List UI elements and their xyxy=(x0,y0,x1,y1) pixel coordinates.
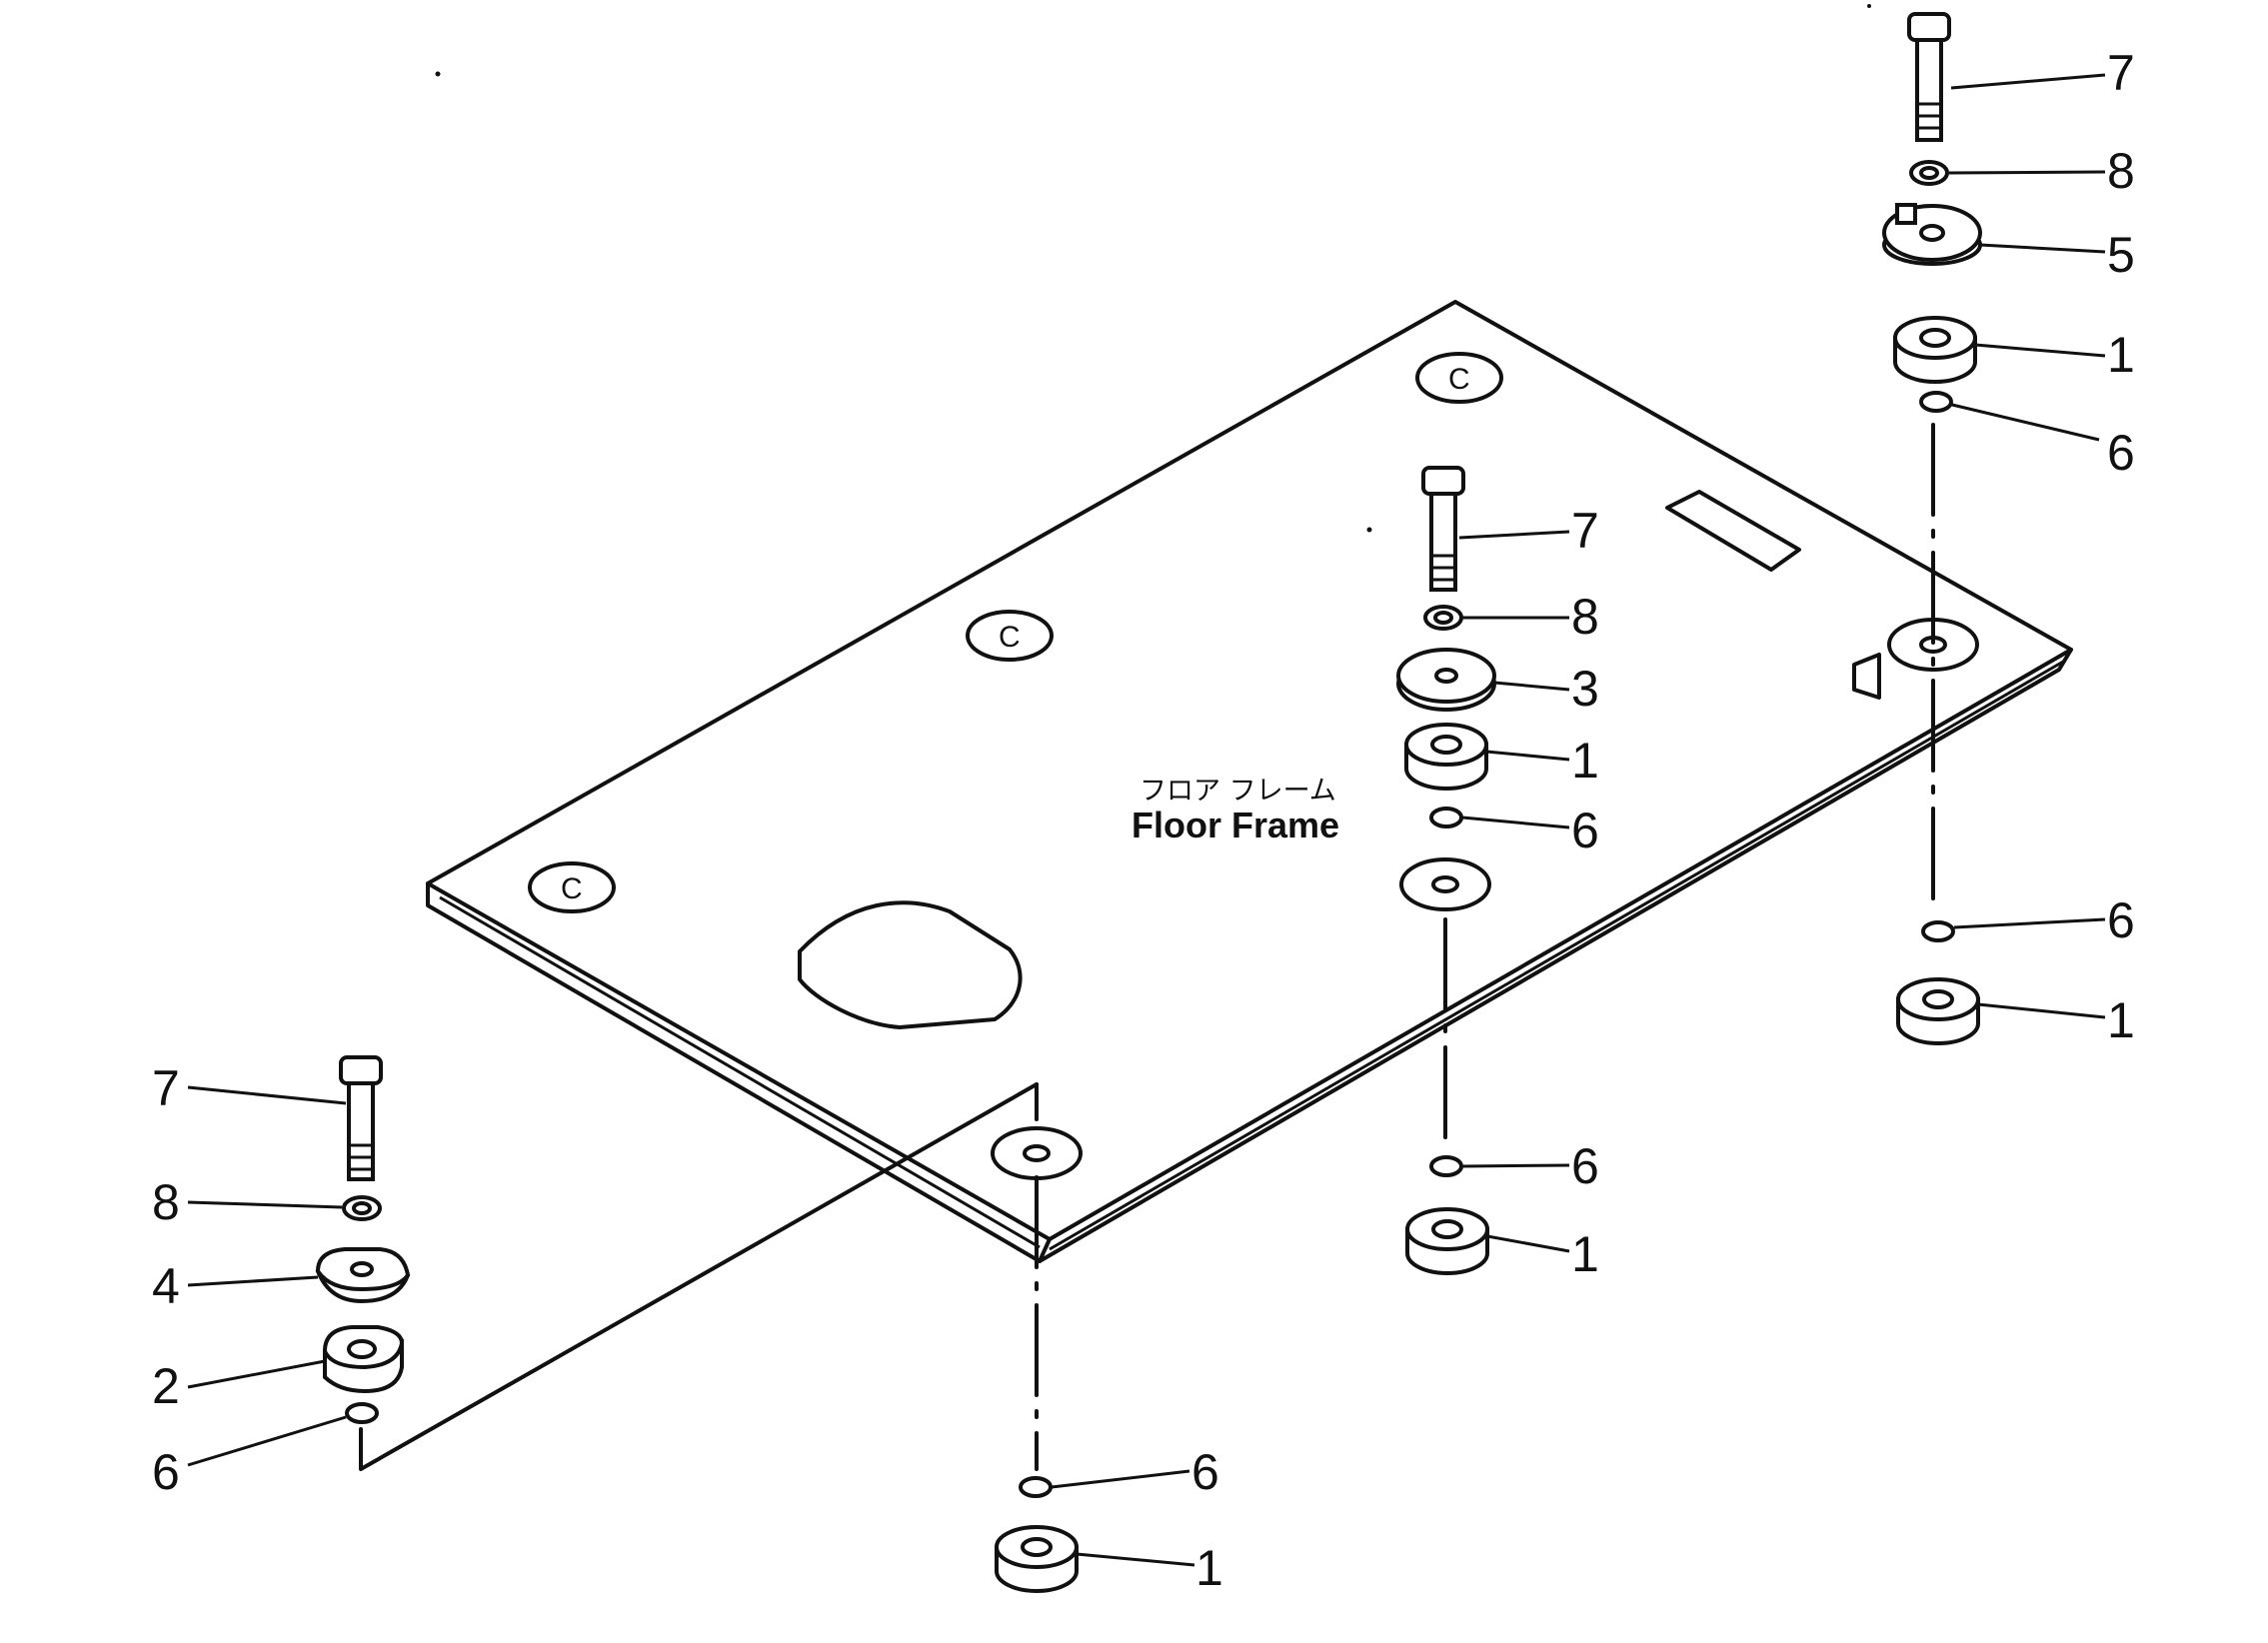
callout-left-6: 6 xyxy=(152,1444,180,1500)
callout-tr-8: 8 xyxy=(2107,143,2135,199)
washer-6-left xyxy=(345,1402,379,1424)
callout-mid-6b: 6 xyxy=(1571,1138,1599,1194)
callout-tr-1b: 1 xyxy=(2107,992,2135,1048)
washer-6-top-right-upper xyxy=(1919,391,1953,413)
callout-labels: 7 8 5 1 6 6 1 7 8 3 1 6 6 1 6 1 7 8 4 2 … xyxy=(152,45,2135,1596)
washer-6-front xyxy=(1019,1476,1053,1498)
cushion-2-left xyxy=(322,1325,405,1394)
callout-tr-5: 5 xyxy=(2107,227,2135,283)
c-mark-2: C xyxy=(966,610,1054,662)
callout-mid-3: 3 xyxy=(1571,661,1599,717)
lock-washer-8-left xyxy=(342,1195,382,1221)
access-opening-small xyxy=(1665,490,1801,572)
c-mark-label: C xyxy=(1448,363,1470,396)
callout-mid-1b: 1 xyxy=(1571,1226,1599,1282)
callout-mid-6a: 6 xyxy=(1571,803,1599,858)
mount-hole-middle xyxy=(1399,857,1491,911)
c-mark-label: C xyxy=(561,872,583,905)
frame-label-en: Floor Frame xyxy=(1132,805,1339,845)
cushion-1-front xyxy=(995,1525,1079,1593)
callout-mid-7: 7 xyxy=(1571,503,1599,559)
scan-specks xyxy=(435,4,1871,533)
callout-tr-6a: 6 xyxy=(2107,425,2135,481)
callout-left-7: 7 xyxy=(152,1060,180,1116)
plate-5-top-right xyxy=(1882,203,1982,266)
bracket xyxy=(1852,653,1881,700)
lock-washer-8-middle xyxy=(1423,605,1463,631)
floor-frame-plate xyxy=(426,300,2073,1263)
cushion-1-middle-upper xyxy=(1404,723,1488,791)
washer-6-middle-upper xyxy=(1429,807,1463,828)
callout-tr-6b: 6 xyxy=(2107,892,2135,948)
bolt-7-left xyxy=(339,1055,383,1181)
callout-left-4: 4 xyxy=(152,1258,180,1314)
frame-label-jp: フロア フレーム xyxy=(1139,776,1336,807)
mount-hole-front xyxy=(991,1126,1083,1180)
bolt-7-top-right xyxy=(1907,12,1951,142)
callout-tr-7: 7 xyxy=(2107,45,2135,101)
washer-3-middle xyxy=(1396,648,1496,712)
plate-4-left xyxy=(315,1247,411,1304)
callout-bot-1: 1 xyxy=(1195,1540,1223,1596)
callout-left-2: 2 xyxy=(152,1358,180,1414)
callout-left-8: 8 xyxy=(152,1174,180,1230)
cushion-1-middle-lower xyxy=(1405,1207,1489,1275)
callout-mid-1a: 1 xyxy=(1571,733,1599,789)
center-lines xyxy=(359,423,1935,1471)
access-opening-large xyxy=(798,900,1023,1029)
washer-6-top-right-lower xyxy=(1921,920,1955,942)
washer-6-middle-lower xyxy=(1429,1155,1463,1177)
c-mark-1: C xyxy=(1415,352,1503,404)
lock-washer-8-top-right xyxy=(1909,160,1949,186)
callout-mid-8: 8 xyxy=(1571,589,1599,645)
bolt-7-middle xyxy=(1421,466,1465,592)
c-mark-label: C xyxy=(999,621,1021,654)
c-mark-3: C xyxy=(528,861,616,913)
cushion-1-top-right xyxy=(1893,316,1977,384)
callout-bot-6: 6 xyxy=(1191,1444,1219,1500)
callout-leaders xyxy=(187,73,2106,1567)
cushion-1-top-right-lower xyxy=(1896,977,1980,1045)
callout-tr-1a: 1 xyxy=(2107,327,2135,383)
